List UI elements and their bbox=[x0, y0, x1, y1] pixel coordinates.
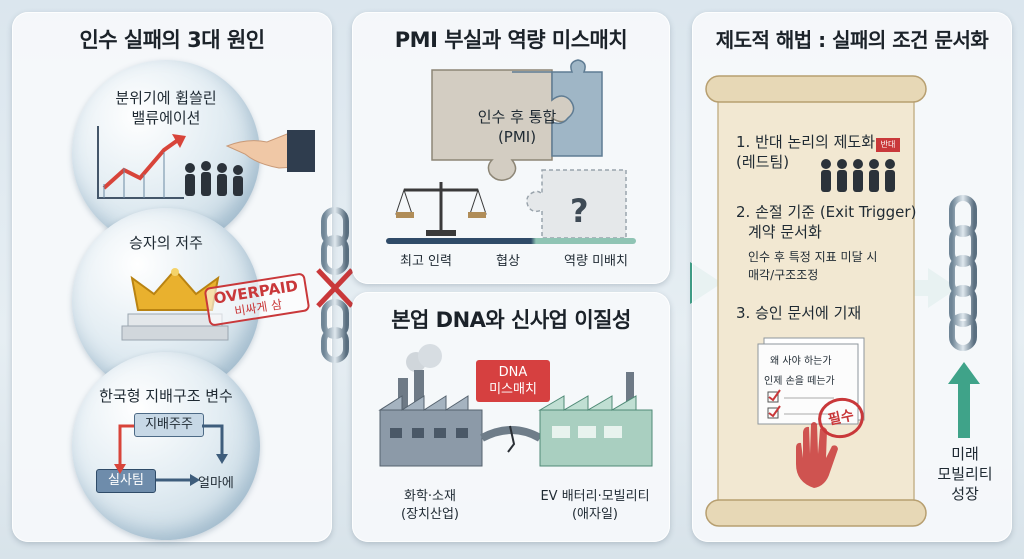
dna-mismatch-badge: DNA 미스매치 bbox=[476, 360, 550, 402]
rising-chart-icon bbox=[97, 126, 186, 199]
item-exit-trigger: 2. 손절 기준 (Exit Trigger) 계약 문서화 bbox=[736, 203, 917, 241]
item-red-team: 1. 반대 논리의 제도화 (레드팀) bbox=[736, 133, 876, 171]
governance-label: 한국형 지배구조 변수 bbox=[99, 387, 233, 405]
panel-dna-title: 본업 DNA와 신사업 이질성 bbox=[391, 308, 631, 332]
factory-right-label: EV 배터리·모빌리티 (애자일) bbox=[540, 489, 650, 522]
factories-illustration bbox=[378, 344, 653, 467]
document-icon bbox=[757, 337, 865, 425]
strong-chain-icon bbox=[949, 195, 977, 351]
puzzle-label: 인수 후 통합 (PMI) bbox=[477, 108, 557, 146]
item-approval-doc: 3. 승인 문서에 기재 bbox=[736, 304, 862, 322]
panel-causes-title: 인수 실패의 3대 원인 bbox=[79, 28, 265, 52]
pointing-hand-icon bbox=[225, 130, 315, 172]
question-mark-icon: ? bbox=[570, 192, 589, 230]
doc-question-2: 인제 손을 떼는가 bbox=[764, 376, 835, 387]
due-diligence-box: 실사팀 bbox=[96, 469, 156, 493]
panel-solutions: 제도적 해법 : 실패의 조건 문서화 1. 반대 논리의 제도화 (레드팀) … bbox=[692, 12, 1012, 542]
panel-solutions-title: 제도적 해법 : 실패의 조건 문서화 bbox=[715, 28, 989, 52]
panel-pmi: PMI 부실과 역량 미스매치 인수 후 통합 (PMI) ? 최고 인력 협상… bbox=[352, 12, 670, 284]
capability-bar bbox=[386, 238, 636, 244]
panel-dna: 본업 DNA와 신사업 이질성 DNA 미스매치 화학·소재 (장치산업) EV… bbox=[352, 292, 670, 542]
scale-icon bbox=[395, 182, 487, 236]
broken-x-mark bbox=[316, 268, 354, 308]
panel-causes: 인수 실패의 3대 원인 분위기에 휩쓸린 밸류에이션 승자의 저주 O bbox=[12, 12, 332, 542]
how-much-label: 얼마에 bbox=[198, 476, 234, 491]
exit-trigger-detail: 인수 후 특정 지표 미달 시 매각/구조조정 bbox=[748, 250, 878, 282]
winners-curse-label: 승자의 저주 bbox=[129, 234, 203, 252]
puzzle-icon bbox=[431, 59, 627, 239]
crown-icon bbox=[121, 268, 229, 341]
factory-left-label: 화학·소재 (장치산업) bbox=[401, 489, 459, 522]
handprint-icon bbox=[796, 422, 838, 488]
broken-chain-icon bbox=[316, 207, 354, 363]
panel-pmi-title: PMI 부실과 역량 미스매치 bbox=[394, 28, 628, 52]
bubble-valuation-label: 분위기에 휩쓸린 밸류에이션 bbox=[115, 89, 217, 127]
bubble-governance bbox=[72, 352, 260, 540]
crowd-icon bbox=[185, 161, 243, 196]
bar-label-negotiation: 협상 bbox=[496, 254, 520, 269]
governance-arrows bbox=[114, 424, 228, 486]
future-growth-label: 미래 모빌리티 성장 bbox=[937, 445, 993, 503]
bar-label-misallocation: 역량 미배치 bbox=[564, 254, 628, 269]
bar-label-top-talent: 최고 인력 bbox=[400, 254, 452, 269]
growth-up-arrow-icon bbox=[948, 362, 980, 438]
doc-question-1: 왜 사야 하는가 bbox=[770, 356, 832, 367]
red-team-people-icon bbox=[821, 159, 895, 192]
controlling-shareholder-box: 지배주주 bbox=[134, 413, 204, 437]
objection-flag: 반대 bbox=[876, 138, 900, 152]
